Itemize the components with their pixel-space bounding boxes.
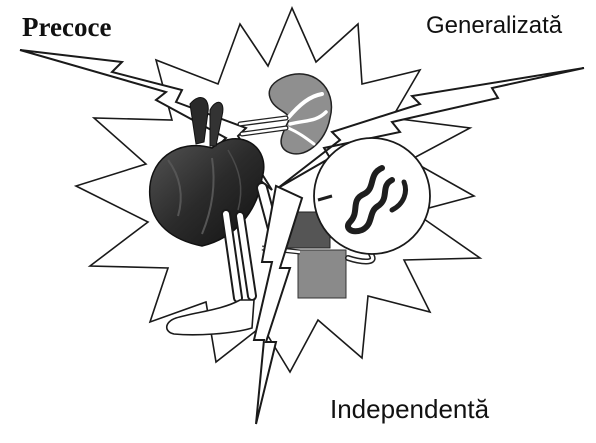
heart-icon xyxy=(149,97,265,247)
kidney-icon xyxy=(237,73,333,155)
label-independent: Independentă xyxy=(330,394,490,424)
lightning-bolt-generalized xyxy=(277,67,585,189)
extremity-icon xyxy=(165,299,255,336)
label-early: Precoce xyxy=(22,12,112,42)
label-generalized: Generalizată xyxy=(426,12,563,39)
lightning-bolt-independent xyxy=(252,184,304,425)
artery-icon xyxy=(345,165,395,235)
artery-inset xyxy=(313,137,431,255)
